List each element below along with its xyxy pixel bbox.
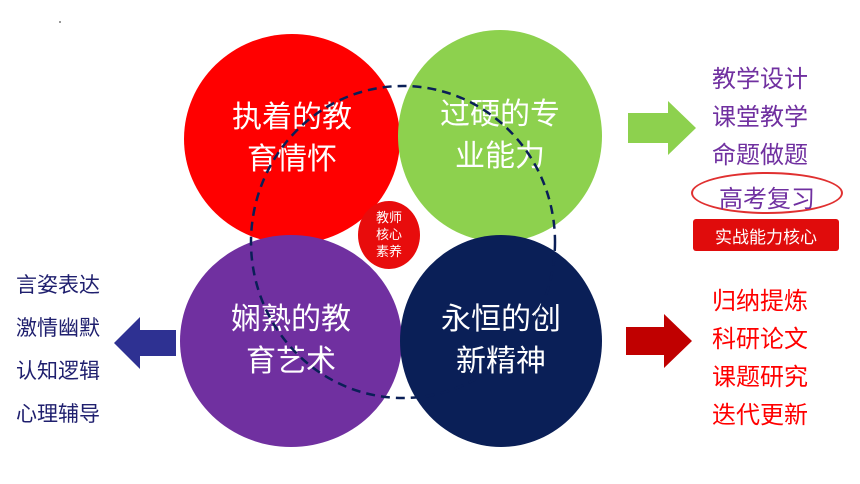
list-item: 心理辅导 [16, 402, 100, 426]
list-item: 教学设计 [712, 65, 808, 93]
arrow-right-green-icon [628, 101, 696, 155]
art-skills-list: 言姿表达 激情幽默 认知逻辑 心理辅导 [16, 264, 100, 436]
highlight-item: 高考复习 [719, 184, 815, 213]
center-core-badge: 教师 核心 素养 [358, 201, 420, 269]
highlight-ellipse [691, 172, 843, 214]
list-item: 迭代更新 [712, 401, 808, 429]
circle-label: 执着的教 育情怀 [232, 100, 352, 177]
teaching-skills-list: 教学设计 课堂教学 命题做题 [712, 60, 808, 174]
list-item: 激情幽默 [16, 316, 100, 340]
list-item: 认知逻辑 [16, 359, 100, 383]
list-item: 科研论文 [712, 325, 808, 353]
circle-label: 过硬的专 业能力 [440, 97, 560, 174]
list-item: 言姿表达 [16, 273, 100, 297]
list-item: 课题研究 [712, 363, 808, 391]
circle-innovation-spirit: 永恒的创 新精神 [400, 235, 602, 447]
core-ability-badge: 实战能力核心 [693, 219, 839, 251]
dot-mark [59, 21, 61, 23]
circle-education-art: 娴熟的教 育艺术 [180, 235, 402, 447]
arrow-left-blue-icon [114, 317, 176, 369]
list-item: 课堂教学 [712, 103, 808, 131]
circle-professional-ability: 过硬的专 业能力 [398, 30, 602, 242]
arrow-right-red-icon [626, 314, 692, 368]
list-item: 命题做题 [712, 141, 808, 169]
list-item: 归纳提炼 [712, 287, 808, 315]
circle-label: 娴熟的教 育艺术 [231, 302, 351, 379]
circle-education-passion: 执着的教 育情怀 [184, 34, 400, 244]
innovation-list: 归纳提炼 科研论文 课题研究 迭代更新 [712, 282, 808, 434]
center-label: 教师 核心 素养 [375, 210, 402, 260]
